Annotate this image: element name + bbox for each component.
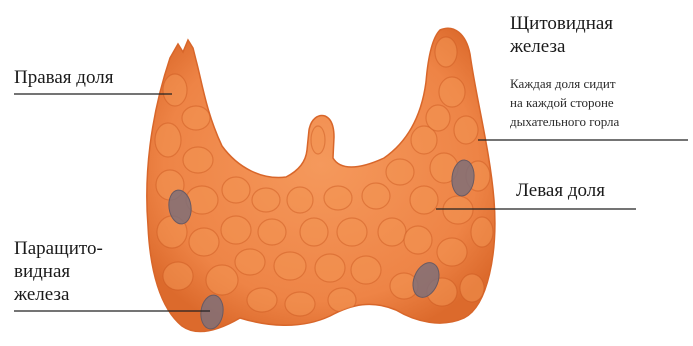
label-parathyroid: Паращито- видная железа [14,237,103,306]
label-thyroid-title: Щитовидная железа [510,12,613,58]
label-left-lobe: Левая доля [516,179,605,202]
label-right-lobe: Правая доля [14,66,113,89]
label-thyroid-note: Каждая доля сидит на каждой стороне дыха… [510,74,619,131]
